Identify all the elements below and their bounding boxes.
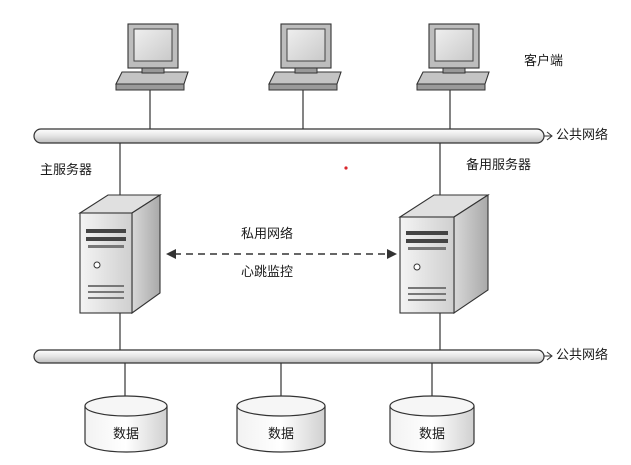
client-computer-icon: [115, 23, 189, 91]
database-icon: [84, 395, 168, 453]
clients-label: 客户端: [524, 54, 564, 69]
primary-server-label: 主服务器: [40, 163, 93, 178]
primary-server-icon: [78, 193, 162, 315]
database-icon: [236, 395, 326, 453]
public-network-bus-bottom: [33, 349, 553, 364]
red-dot-marker: [344, 166, 348, 170]
private-network-label: 私用网络: [241, 227, 294, 242]
client-computer-icon: [268, 23, 342, 91]
database-icon: [389, 395, 475, 453]
heartbeat-link: [166, 249, 397, 259]
public-network-bus-top: [33, 128, 553, 144]
connector-lines: [119, 88, 451, 396]
public-network-bottom-label: 公共网络: [556, 348, 609, 363]
public-network-top-label: 公共网络: [556, 128, 609, 143]
client-computer-icon: [416, 23, 490, 91]
database-label: 数据: [112, 427, 139, 442]
backup-server-icon: [398, 193, 490, 315]
backup-server-label: 备用服务器: [466, 158, 532, 173]
database-label: 数据: [267, 427, 294, 442]
database-label: 数据: [418, 427, 445, 442]
heartbeat-label: 心跳监控: [241, 265, 294, 280]
